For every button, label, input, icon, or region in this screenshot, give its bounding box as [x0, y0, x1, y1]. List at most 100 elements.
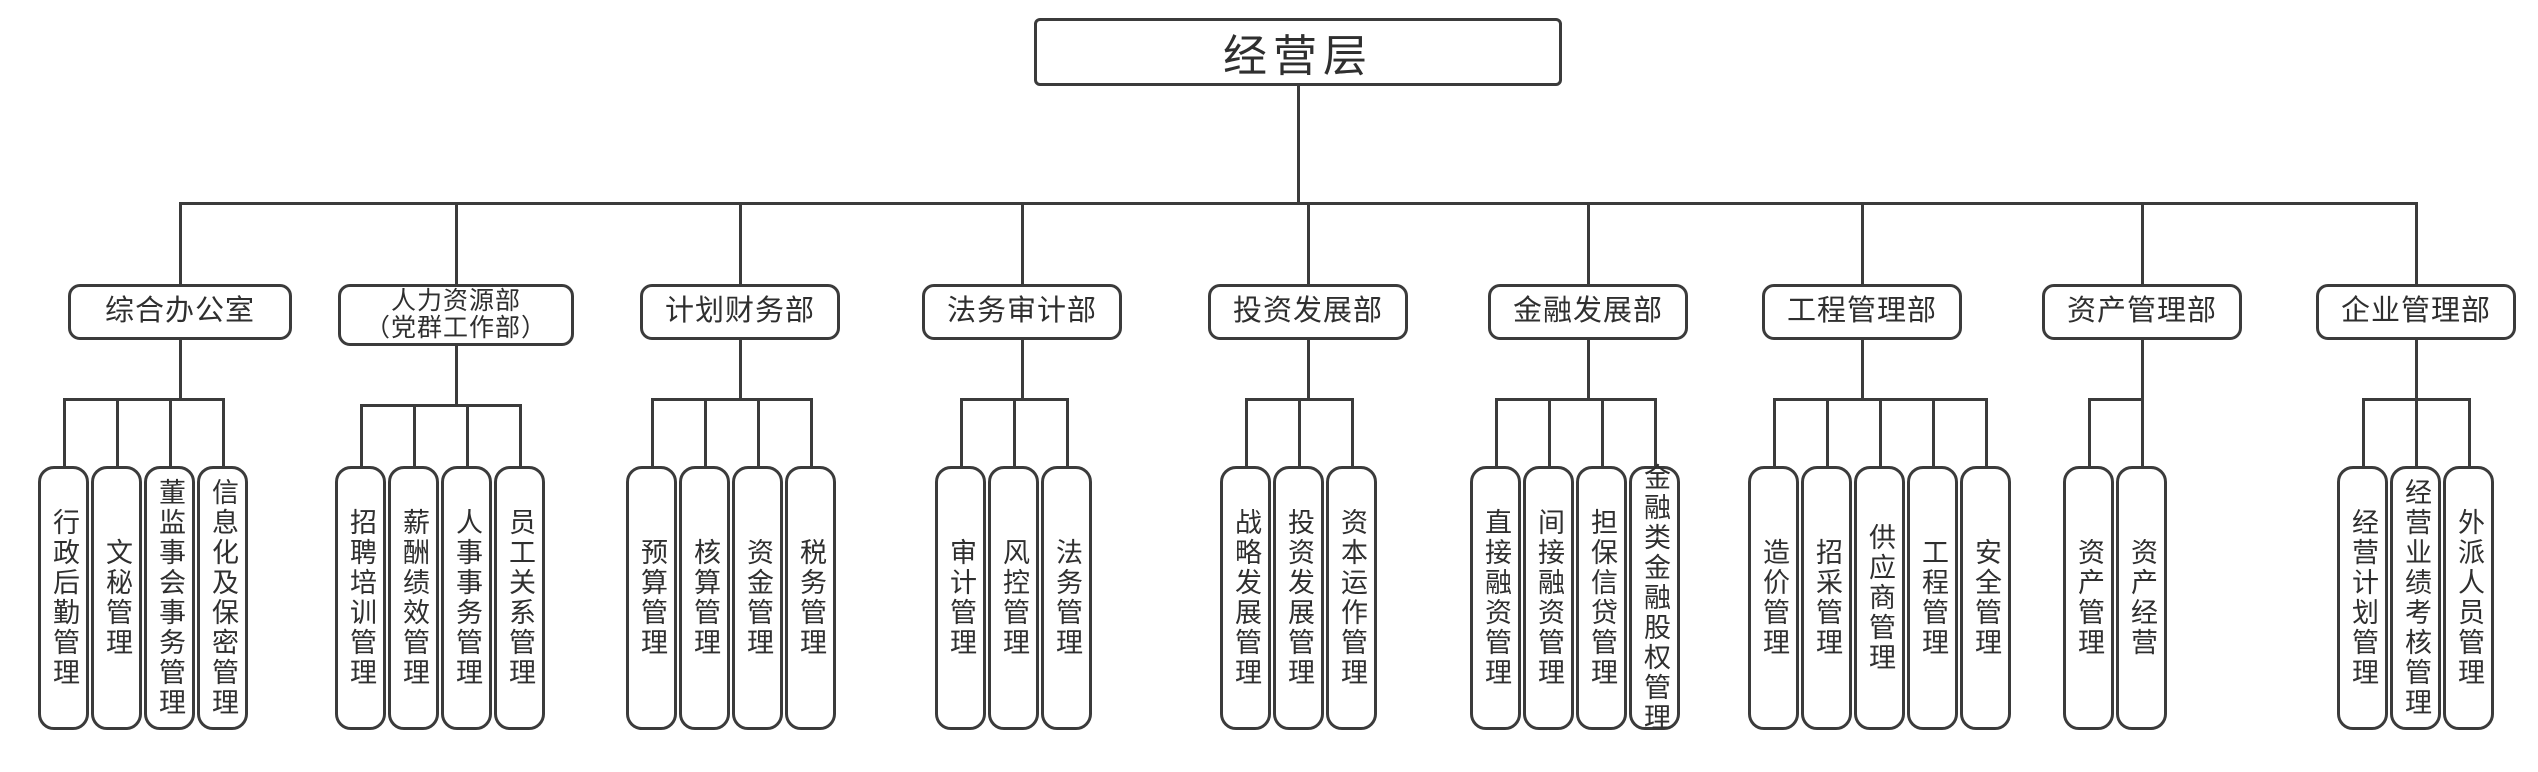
- root-trunk-bus: [179, 202, 2418, 205]
- leaf-node-0-0[interactable]: 行政后勤管理: [38, 466, 89, 730]
- leaf-node-0-3[interactable]: 信息化及保密管理: [197, 466, 248, 730]
- leaf-node-2-3[interactable]: 税务管理: [785, 466, 836, 730]
- leaf-node-label: 供应商管理: [1865, 523, 1895, 673]
- leaf-connector-0-3: [221, 398, 225, 466]
- dept-stem-4: [1307, 340, 1310, 401]
- dept-connector-3: [1021, 202, 1024, 284]
- dept-node-2[interactable]: 计划财务部: [640, 284, 840, 340]
- dept-connector-1: [455, 202, 458, 284]
- leaf-node-6-4[interactable]: 安全管理: [1960, 466, 2011, 730]
- dept-connector-5: [1587, 202, 1590, 284]
- dept-node-label: 法务审计部: [946, 295, 1097, 328]
- leaf-node-8-0[interactable]: 经营计划管理: [2337, 466, 2388, 730]
- leaf-node-label: 税务管理: [796, 538, 826, 658]
- root-node: 经营层: [1034, 18, 1562, 86]
- leaf-node-label: 法务管理: [1052, 538, 1082, 658]
- dept-node-0[interactable]: 综合办公室: [68, 284, 292, 340]
- dept-node-label: 资产管理部: [2066, 295, 2217, 328]
- leaf-connector-5-2: [1600, 398, 1604, 466]
- dept-connector-7: [2141, 202, 2144, 284]
- leaf-node-label: 造价管理: [1759, 538, 1789, 658]
- leaf-node-6-3[interactable]: 工程管理: [1907, 466, 1958, 730]
- leaf-node-label: 资产经营: [2127, 538, 2157, 658]
- leaf-node-1-2[interactable]: 人事事务管理: [441, 466, 492, 730]
- leaf-node-0-1[interactable]: 文秘管理: [91, 466, 142, 730]
- leaf-node-7-1[interactable]: 资产经营: [2116, 466, 2167, 730]
- dept-node-3[interactable]: 法务审计部: [922, 284, 1122, 340]
- leaf-connector-2-2: [756, 398, 760, 466]
- leaf-node-7-0[interactable]: 资产管理: [2063, 466, 2114, 730]
- leaf-connector-0-0: [62, 398, 66, 466]
- leaf-node-6-0[interactable]: 造价管理: [1748, 466, 1799, 730]
- leaf-node-4-2[interactable]: 资本运作管理: [1326, 466, 1377, 730]
- leaf-node-label: 薪酬绩效管理: [399, 508, 429, 688]
- leaf-node-8-1[interactable]: 经营业绩考核管理: [2390, 466, 2441, 730]
- leaf-node-8-2[interactable]: 外派人员管理: [2443, 466, 2494, 730]
- leaf-node-label: 间接融资管理: [1534, 508, 1564, 688]
- leaf-node-1-1[interactable]: 薪酬绩效管理: [388, 466, 439, 730]
- dept-stem-0: [179, 340, 182, 401]
- leaf-node-5-2[interactable]: 担保信贷管理: [1576, 466, 1627, 730]
- leaf-node-5-3[interactable]: 金融类金融股权管理: [1629, 463, 1680, 733]
- leaf-node-label: 人事事务管理: [452, 508, 482, 688]
- leaf-node-3-0[interactable]: 审计管理: [935, 466, 986, 730]
- dept-stem-6: [1861, 340, 1864, 401]
- leaf-connector-6-4: [1984, 398, 1988, 466]
- leaf-node-4-1[interactable]: 投资发展管理: [1273, 466, 1324, 730]
- dept-connector-2: [739, 202, 742, 284]
- dept-node-label: 综合办公室: [104, 295, 255, 328]
- dept-stem-3: [1021, 340, 1024, 401]
- dept-node-1[interactable]: 人力资源部 （党群工作部）: [338, 284, 574, 346]
- leaf-node-label: 担保信贷管理: [1587, 508, 1617, 688]
- dept-stem-8: [2415, 340, 2418, 401]
- leaf-node-2-1[interactable]: 核算管理: [679, 466, 730, 730]
- leaf-connector-8-0: [2361, 398, 2365, 466]
- leaf-connector-3-1: [1012, 398, 1016, 466]
- leaf-connector-3-0: [959, 398, 963, 466]
- leaf-node-label: 文秘管理: [102, 538, 132, 658]
- dept-node-7[interactable]: 资产管理部: [2042, 284, 2242, 340]
- dept-node-label: 企业管理部: [2340, 295, 2491, 328]
- leaf-node-label: 招采管理: [1812, 538, 1842, 658]
- leaf-node-1-0[interactable]: 招聘培训管理: [335, 466, 386, 730]
- leaf-node-5-1[interactable]: 间接融资管理: [1523, 466, 1574, 730]
- leaf-node-2-2[interactable]: 资金管理: [732, 466, 783, 730]
- leaf-node-4-0[interactable]: 战略发展管理: [1220, 466, 1271, 730]
- leaf-connector-6-1: [1825, 398, 1829, 466]
- leaf-node-label: 行政后勤管理: [49, 508, 79, 688]
- dept-node-4[interactable]: 投资发展部: [1208, 284, 1408, 340]
- leaf-node-1-3[interactable]: 员工关系管理: [494, 466, 545, 730]
- dept-node-6[interactable]: 工程管理部: [1762, 284, 1962, 340]
- dept-stem-7: [2141, 340, 2144, 401]
- leaf-node-2-0[interactable]: 预算管理: [626, 466, 677, 730]
- leaf-connector-7-1: [2140, 398, 2144, 466]
- leaf-connector-4-2: [1350, 398, 1354, 466]
- leaf-connector-1-0: [359, 404, 363, 466]
- leaf-node-label: 经营计划管理: [2348, 508, 2378, 688]
- leaf-connector-6-2: [1878, 398, 1882, 466]
- dept-node-label: 人力资源部 （党群工作部）: [364, 287, 547, 342]
- leaf-node-label: 外派人员管理: [2454, 508, 2484, 688]
- leaf-node-label: 资金管理: [743, 538, 773, 658]
- leaf-connector-5-3: [1653, 398, 1657, 466]
- leaf-connector-8-1: [2414, 398, 2418, 466]
- leaf-node-3-1[interactable]: 风控管理: [988, 466, 1039, 730]
- leaf-node-label: 预算管理: [637, 538, 667, 658]
- leaf-node-3-2[interactable]: 法务管理: [1041, 466, 1092, 730]
- leaf-connector-5-1: [1547, 398, 1551, 466]
- dept-node-8[interactable]: 企业管理部: [2316, 284, 2516, 340]
- leaf-node-label: 资本运作管理: [1337, 508, 1367, 688]
- leaf-node-0-2[interactable]: 董监事会事务管理: [144, 466, 195, 730]
- dept-node-5[interactable]: 金融发展部: [1488, 284, 1688, 340]
- leaf-node-5-0[interactable]: 直接融资管理: [1470, 466, 1521, 730]
- leaf-connector-0-1: [115, 398, 119, 466]
- leaf-connector-2-1: [703, 398, 707, 466]
- leaf-connector-6-3: [1931, 398, 1935, 466]
- leaf-node-6-1[interactable]: 招采管理: [1801, 466, 1852, 730]
- leaf-node-6-2[interactable]: 供应商管理: [1854, 466, 1905, 730]
- dept-connector-0: [179, 202, 182, 284]
- dept-child-bus-2: [650, 398, 813, 401]
- dept-stem-2: [739, 340, 742, 401]
- dept-node-label: 工程管理部: [1786, 295, 1937, 328]
- dept-stem-1: [455, 346, 458, 407]
